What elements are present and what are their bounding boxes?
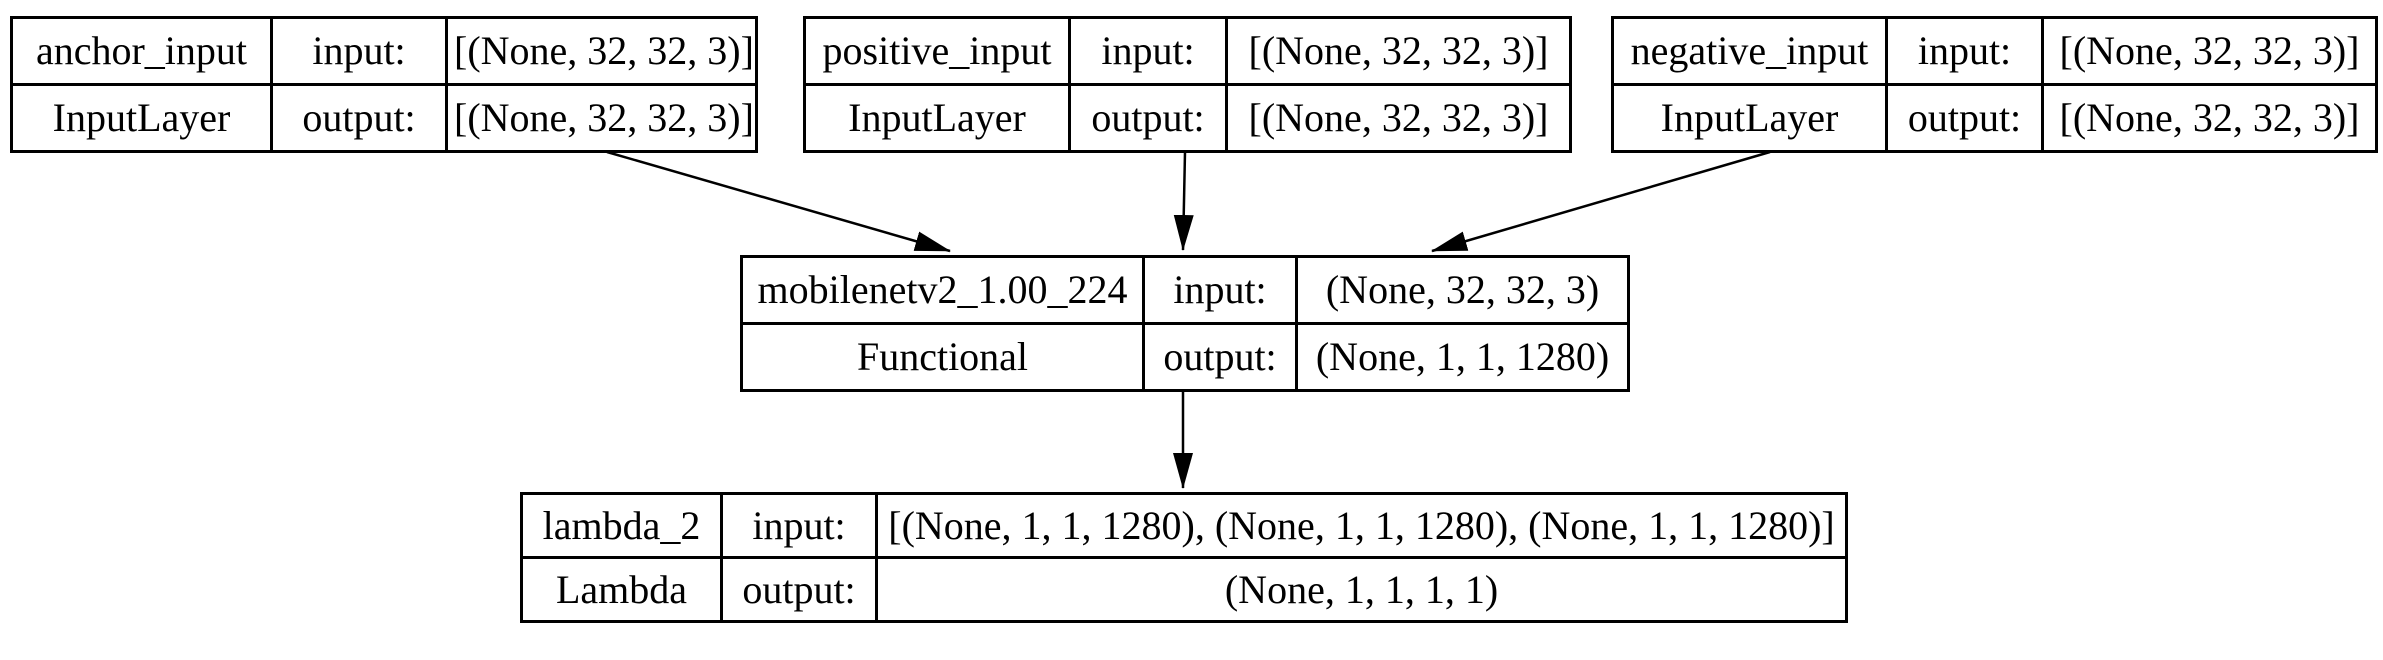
edge-positive-to-mobilenet [1173,151,1194,251]
layer-name: positive_input [803,16,1071,86]
layer-node-anchor-input: anchor_input input: [(None, 32, 32, 3)] … [10,16,758,153]
output-shape: [(None, 32, 32, 3)] [1225,83,1572,153]
input-label: input: [1142,255,1298,325]
layer-type: Functional [740,322,1145,392]
input-shape: [(None, 1, 1, 1280), (None, 1, 1, 1280),… [875,492,1848,559]
layer-node-mobilenetv2: mobilenetv2_1.00_224 input: (None, 32, 3… [740,255,1630,392]
output-label: output: [1068,83,1228,153]
output-shape: [(None, 32, 32, 3)] [2041,83,2378,153]
input-label: input: [270,16,448,86]
output-shape: [(None, 32, 32, 3)] [445,83,758,153]
output-label: output: [270,83,448,153]
input-shape: [(None, 32, 32, 3)] [445,16,758,86]
input-shape: (None, 32, 32, 3) [1295,255,1630,325]
input-label: input: [720,492,878,559]
output-shape: (None, 1, 1, 1280) [1295,322,1630,392]
input-label: input: [1885,16,2044,86]
output-label: output: [1885,83,2044,153]
layer-name: negative_input [1611,16,1888,86]
layer-name: mobilenetv2_1.00_224 [740,255,1145,325]
layer-node-negative-input: negative_input input: [(None, 32, 32, 3)… [1611,16,2378,153]
layer-name: anchor_input [10,16,273,86]
layer-node-positive-input: positive_input input: [(None, 32, 32, 3)… [803,16,1572,153]
output-label: output: [1142,322,1298,392]
layer-name: lambda_2 [520,492,723,559]
output-label: output: [720,556,878,623]
layer-type: InputLayer [803,83,1071,153]
layer-type: Lambda [520,556,723,623]
edge-negative-to-mobilenet [1431,150,1771,253]
layer-type: InputLayer [1611,83,1888,153]
input-label: input: [1068,16,1228,86]
layer-node-lambda-2: lambda_2 input: [(None, 1, 1, 1280), (No… [520,492,1848,623]
layer-type: InputLayer [10,83,273,153]
input-shape: [(None, 32, 32, 3)] [2041,16,2378,86]
output-shape: (None, 1, 1, 1, 1) [875,556,1848,623]
edge-anchor-to-mobilenet [606,150,951,253]
input-shape: [(None, 32, 32, 3)] [1225,16,1572,86]
